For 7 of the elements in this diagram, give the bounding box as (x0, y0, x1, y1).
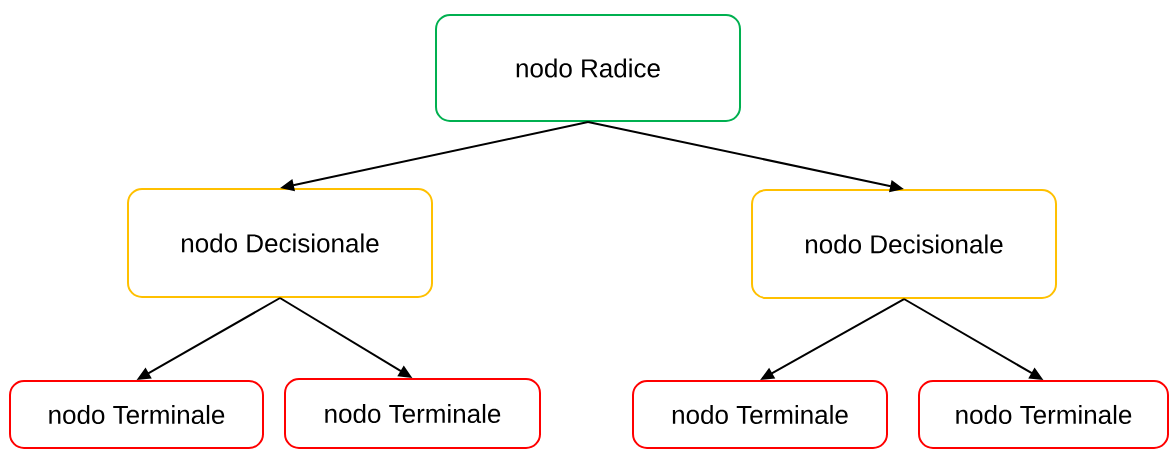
terminal-node-box: nodo Terminale (918, 380, 1169, 449)
terminal-node-box: nodo Terminale (9, 380, 264, 449)
terminal-node-box: nodo Terminale (284, 378, 541, 449)
decision-node-box: nodo Decisionale (127, 188, 433, 298)
terminal-node-box: nodo Terminale (632, 380, 888, 449)
decision-node-box: nodo Decisionale (751, 189, 1057, 299)
root-node-box: nodo Radice (435, 14, 741, 122)
